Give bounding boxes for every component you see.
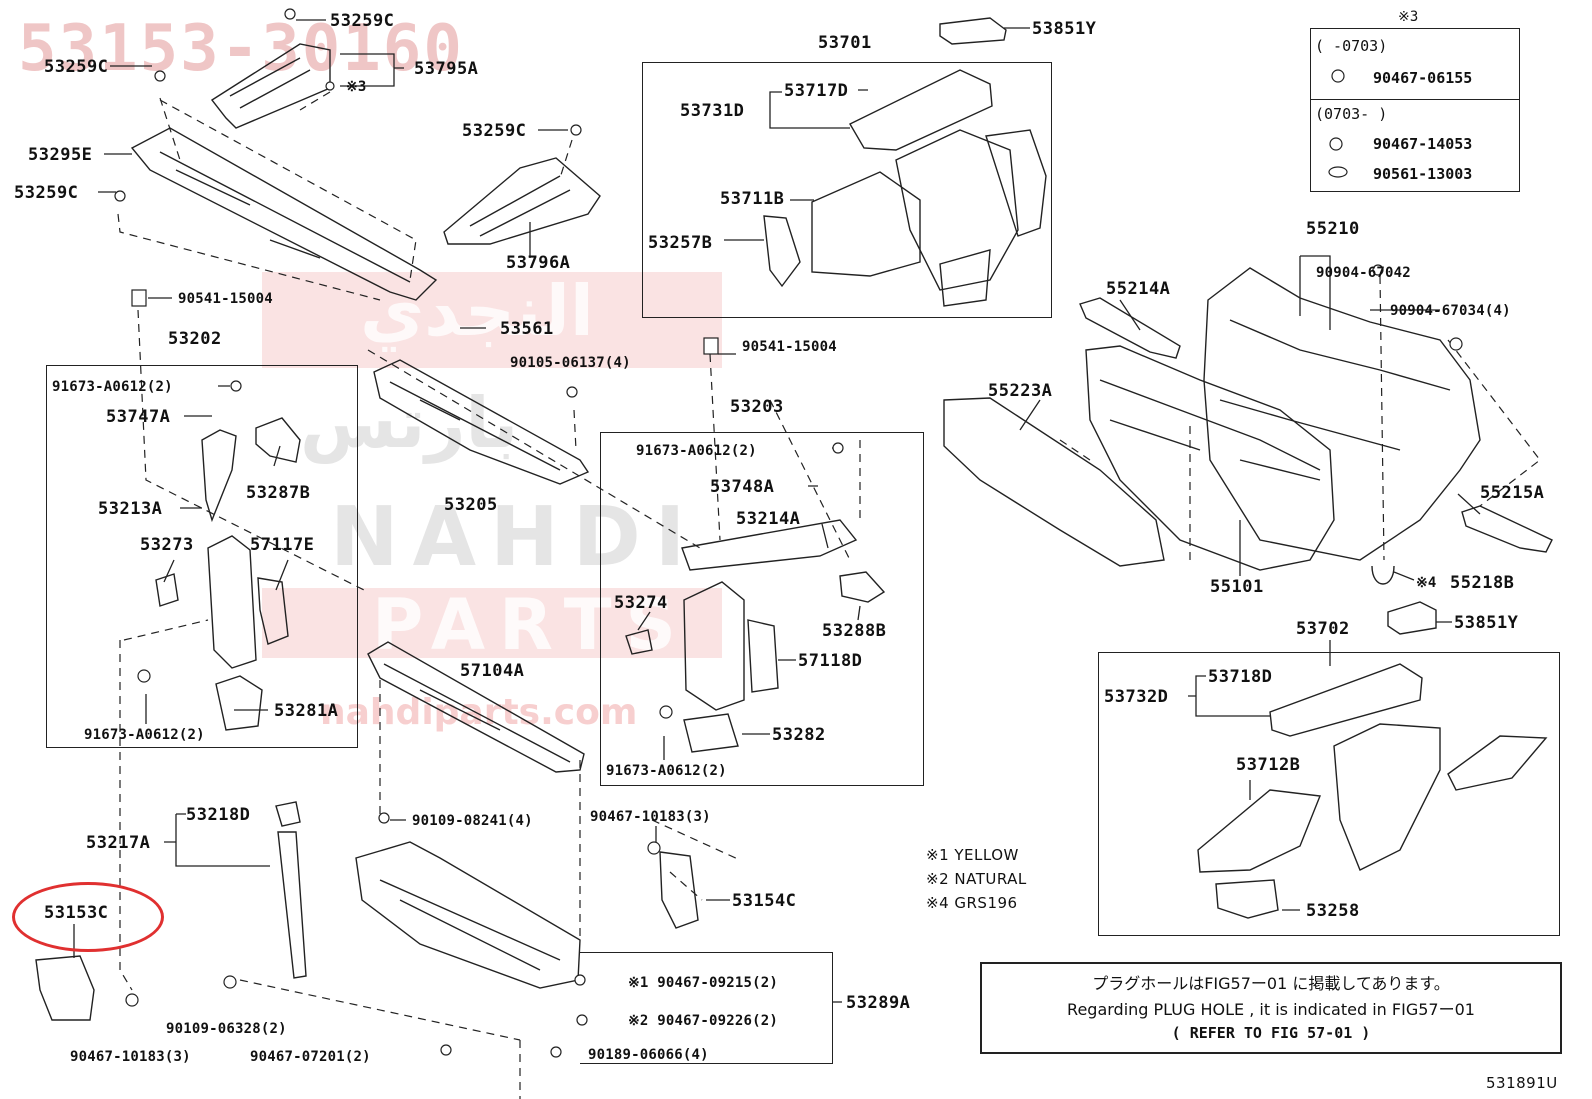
label-53795a: 53795A (414, 59, 479, 79)
label-57104a: 57104A (460, 661, 525, 681)
label-53748a: 53748A (710, 477, 775, 497)
label-91673-a0612-d: 91673-A0612(2) (606, 763, 727, 779)
label-55101: 55101 (1210, 577, 1264, 597)
group-box-53702 (1098, 652, 1560, 936)
notice-english: Regarding PLUG HOLE , it is indicated in… (1067, 1000, 1475, 1019)
legend-part-90561-13003: 90561-13003 (1373, 165, 1473, 183)
label-53701: 53701 (818, 33, 872, 53)
label-55214a: 55214A (1106, 279, 1171, 299)
group-box-53289a (580, 952, 833, 1064)
label-53258: 53258 (1306, 901, 1360, 921)
label-53273: 53273 (140, 535, 194, 555)
label-53717d: 53717D (784, 81, 849, 101)
label-90541-15004-left: 90541-15004 (178, 291, 273, 307)
legend-range-2: (0703- ) (1315, 105, 1388, 123)
selected-part-highlight (12, 882, 164, 952)
label-91673-a0612-c: 91673-A0612(2) (636, 443, 757, 459)
label-53702: 53702 (1296, 619, 1350, 639)
watermark-band-lower (262, 588, 722, 658)
legend-box: ( -0703) 90467-06155 (0703- ) 90467-1405… (1310, 28, 1520, 192)
label-note-3: ※3 (346, 79, 367, 95)
label-90109-08241: 90109-08241(4) (412, 813, 533, 829)
label-53217a: 53217A (86, 833, 151, 853)
label-53154c: 53154C (732, 891, 797, 911)
label-53295e: 53295E (28, 145, 93, 165)
label-53259c-left: 53259C (44, 57, 109, 77)
label-55210: 55210 (1306, 219, 1360, 239)
label-53259c-top: 53259C (330, 11, 395, 31)
legend-part-90467-14053: 90467-14053 (1373, 135, 1473, 153)
group-box-53701 (642, 62, 1052, 318)
figure-id: 531891U (1486, 1074, 1558, 1092)
label-53259c-mid: 53259C (462, 121, 527, 141)
color-note-2: ※2 NATURAL (926, 870, 1027, 888)
label-53718d: 53718D (1208, 667, 1273, 687)
label-53712b: 53712B (1236, 755, 1301, 775)
watermark-arabic-2: بارتس (300, 382, 519, 464)
label-53282: 53282 (772, 725, 826, 745)
label-90467-09215: ※1 90467-09215(2) (628, 975, 778, 991)
plug-hole-notice: プラグホールはFIG57ー01 に掲載してあります。 Regarding PLU… (980, 962, 1562, 1054)
label-90189-06066: 90189-06066(4) (588, 1047, 709, 1063)
group-box-53203 (600, 432, 924, 786)
label-53257b: 53257B (648, 233, 713, 253)
legend-part-90467-06155: 90467-06155 (1373, 69, 1473, 87)
label-53287b: 53287B (246, 483, 311, 503)
notice-reference: ( REFER TO FIG 57-01 ) (1171, 1024, 1371, 1042)
label-57118d: 57118D (798, 651, 863, 671)
label-90467-10183-left: 90467-10183(3) (70, 1049, 191, 1065)
label-53289a: 53289A (846, 993, 911, 1013)
watermark-nahdi: NAHDI (330, 490, 700, 585)
watermark-parts: PARTS (372, 584, 690, 666)
label-53732d: 53732D (1104, 687, 1169, 707)
label-57117e: 57117E (250, 535, 315, 555)
notice-japanese: プラグホールはFIG57ー01 に掲載してあります。 (1092, 974, 1450, 993)
legend-divider (1311, 99, 1519, 100)
legend-range-1: ( -0703) (1315, 37, 1388, 55)
label-90541-15004-right: 90541-15004 (742, 339, 837, 355)
label-53747a: 53747A (106, 407, 171, 427)
label-90904-67034: 90904-67034(4) (1390, 303, 1511, 319)
label-53731d: 53731D (680, 101, 745, 121)
label-53205: 53205 (444, 495, 498, 515)
label-55218b: 55218B (1450, 573, 1515, 593)
label-53259c-lower: 53259C (14, 183, 79, 203)
watermark-band (262, 272, 722, 368)
color-note-1: ※1 YELLOW (926, 846, 1019, 864)
label-55223a: 55223A (988, 381, 1053, 401)
label-53202: 53202 (168, 329, 222, 349)
label-91673-a0612-a: 91673-A0612(2) (52, 379, 173, 395)
watermark-arabic: النجدي (360, 270, 594, 352)
label-53561: 53561 (500, 319, 554, 339)
label-90105-06137: 90105-06137(4) (510, 355, 631, 371)
label-53288b: 53288B (822, 621, 887, 641)
group-box-53202 (46, 365, 358, 748)
label-53281a: 53281A (274, 701, 339, 721)
label-90467-10183-right: 90467-10183(3) (590, 809, 711, 825)
label-91673-a0612-b: 91673-A0612(2) (84, 727, 205, 743)
label-53214a: 53214A (736, 509, 801, 529)
label-90904-67042: 90904-67042 (1316, 265, 1411, 281)
label-90467-09226: ※2 90467-09226(2) (628, 1013, 778, 1029)
label-53851y-top: 53851Y (1032, 19, 1097, 39)
label-53213a: 53213A (98, 499, 163, 519)
label-53218d: 53218D (186, 805, 251, 825)
watermark-url: nahdiparts.com (320, 692, 638, 733)
label-55215a: 55215A (1480, 483, 1545, 503)
legend-header: ※3 (1398, 9, 1419, 25)
watermark-part-number: 53153-30160 (18, 12, 464, 86)
label-90467-07201: 90467-07201(2) (250, 1049, 371, 1065)
label-53711b: 53711B (720, 189, 785, 209)
label-53796a: 53796A (506, 253, 571, 273)
color-note-4: ※4 GRS196 (926, 894, 1018, 912)
label-53203: 53203 (730, 397, 784, 417)
label-53851y-lower: 53851Y (1454, 613, 1519, 633)
label-90109-06328: 90109-06328(2) (166, 1021, 287, 1037)
label-53274: 53274 (614, 593, 668, 613)
label-note-4: ※4 (1416, 575, 1437, 591)
